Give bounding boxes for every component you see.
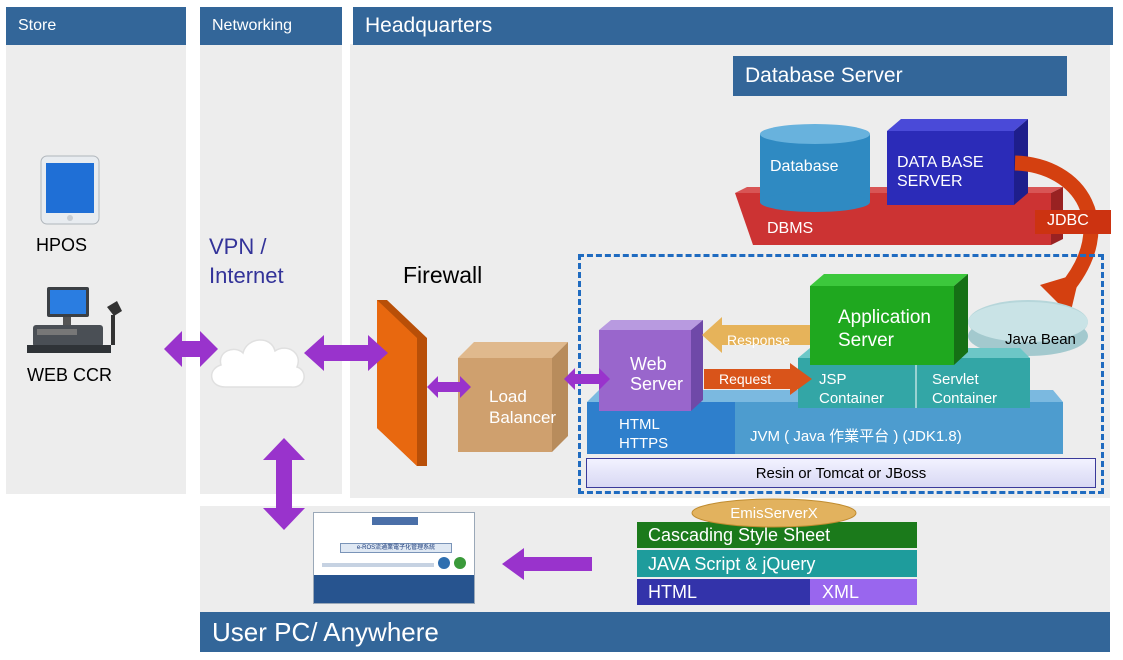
pos-terminal-icon: [27, 287, 122, 353]
web-ccr-label: WEB CCR: [27, 365, 112, 385]
user-pc-header-label: User PC/ Anywhere: [212, 616, 439, 647]
vpn-label-line2: Internet: [209, 263, 284, 288]
load-balancer-label: Load Balancer: [489, 386, 556, 428]
firewall-label: Firewall: [403, 262, 483, 288]
jsp-line2: Container: [819, 390, 885, 407]
vpn-label: VPN / Internet: [209, 232, 284, 290]
app-server-box: [810, 274, 968, 365]
store-header-label: Store: [18, 17, 57, 34]
eros-title-bar: [340, 543, 452, 553]
headquarters-header-label: Headquarters: [365, 14, 493, 37]
js-bar: [637, 550, 917, 577]
java-bean-ellipse: [968, 300, 1088, 356]
headquarters-header: Headquarters: [353, 7, 1113, 45]
networking-header-label: Networking: [212, 17, 293, 34]
xml-bar: [810, 579, 917, 605]
eros-screenshot: e-ROS流通業電子化管理系統: [313, 512, 475, 604]
emis-ellipse: [691, 498, 857, 528]
servlet-container-label: Servlet Container: [932, 370, 997, 408]
lb-webserver-arrow: [564, 368, 610, 390]
web-server-label: Web Server: [630, 354, 683, 394]
request-label: Request: [719, 371, 772, 387]
db-server-label-line1: DATA BASE: [897, 154, 984, 171]
html-https-line1: HTML: [619, 416, 660, 433]
app-server-line2: Server: [838, 330, 894, 351]
db-server-label-line2: SERVER: [897, 173, 963, 190]
networking-panel: [200, 44, 342, 494]
web-server-box: [599, 320, 703, 411]
css-label: Cascading Style Sheet: [648, 525, 831, 545]
web-server-line1: Web: [630, 354, 667, 374]
database-label: Database: [770, 158, 839, 175]
eros-title: e-ROS流通業電子化管理系統: [356, 545, 436, 551]
emis-label: EmisServerX: [730, 505, 818, 522]
web-server-line2: Server: [630, 374, 684, 394]
servlet-line1: Servlet: [932, 371, 979, 388]
load-balancer-box: [458, 342, 568, 452]
eros-form-row: [322, 563, 434, 567]
jdbc-arrow: [1014, 155, 1099, 315]
network-user-arrow: [263, 438, 305, 530]
vpn-label-line1: VPN /: [209, 234, 267, 259]
js-label: JAVA Script & jQuery: [648, 554, 816, 574]
xml-label: XML: [822, 582, 860, 602]
eros-logo: [372, 517, 418, 525]
resin-label: Resin or Tomcat or JBoss: [755, 465, 927, 482]
db-server-label: DATA BASE SERVER: [897, 153, 984, 191]
java-bean-label: Java Bean: [1005, 331, 1076, 348]
jdbc-label: JDBC: [1047, 212, 1089, 229]
jsp-line1: JSP: [819, 371, 847, 388]
response-arrow: [702, 317, 810, 353]
eros-badge-2: [454, 557, 466, 569]
servlet-line2: Container: [932, 390, 998, 407]
resin-bar: [586, 458, 1096, 488]
eros-badge-1: [438, 557, 450, 569]
database-cylinder: [760, 124, 870, 212]
html-bar: [637, 579, 810, 605]
html-https-line2: HTTPS: [619, 435, 669, 452]
jsp-container-label: JSP Container: [819, 370, 884, 408]
database-server-header: Database Server: [733, 56, 1067, 96]
dbms-label: DBMS: [767, 220, 814, 237]
request-arrow: [704, 363, 812, 395]
networking-header: Networking: [200, 7, 342, 45]
store-panel: [6, 44, 186, 494]
store-header: Store: [6, 7, 186, 45]
database-server-header-label: Database Server: [745, 64, 903, 87]
cloud-firewall-arrow: [304, 335, 388, 371]
response-label: Response: [727, 332, 791, 348]
firewall-lb-arrow: [427, 376, 471, 398]
html-https-label: HTML HTTPS: [619, 415, 668, 453]
user-pc-header: User PC/ Anywhere: [200, 612, 1110, 652]
eros-footer: [314, 575, 474, 603]
cloud-icon: [211, 339, 305, 388]
jdbc-label-box: [1035, 210, 1111, 234]
app-server-label: Application Server: [838, 306, 931, 352]
app-server-line1: Application: [838, 307, 931, 328]
firewall-wall: [377, 300, 427, 466]
hpos-label: HPOS: [36, 235, 88, 255]
client-to-screenshot-arrow: [502, 548, 592, 580]
tablet-icon: [40, 155, 100, 225]
load-balancer-label-line1: Load: [489, 387, 527, 406]
load-balancer-label-line2: Balancer: [489, 408, 557, 427]
store-network-arrow: [164, 331, 218, 367]
html-label: HTML: [648, 582, 697, 602]
jvm-label: JVM ( Java 作業平台 ) (JDK1.8): [750, 428, 962, 445]
